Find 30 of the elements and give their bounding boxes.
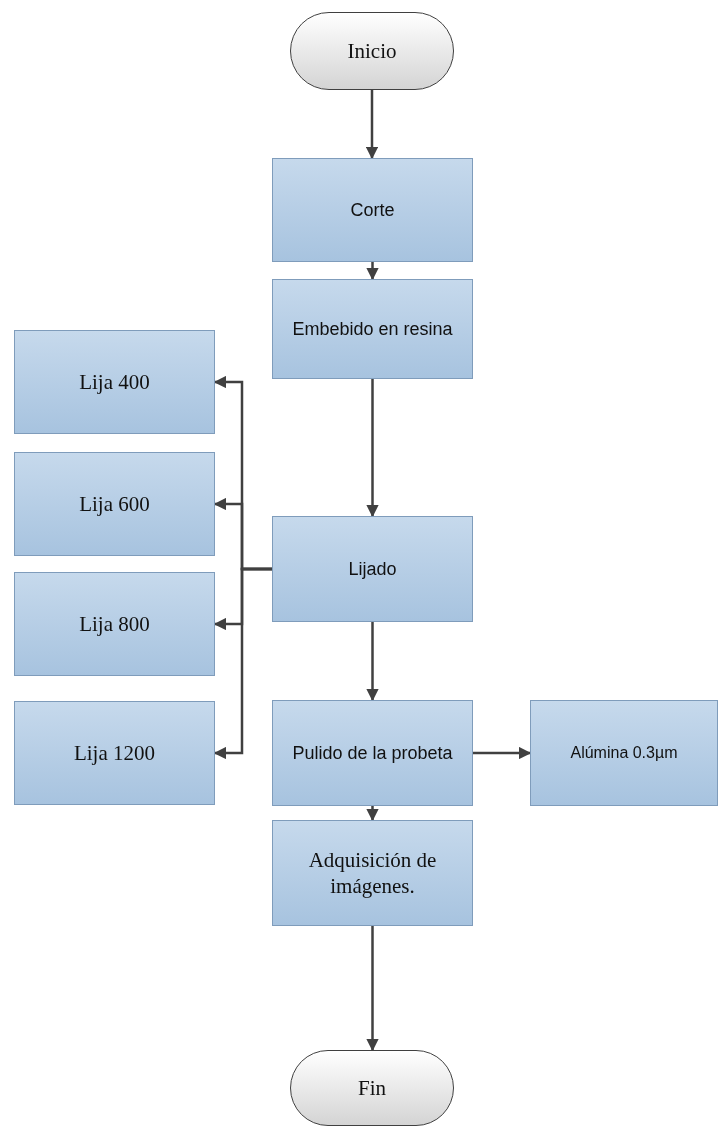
- arrow: [366, 622, 379, 702]
- arrow: [366, 262, 379, 281]
- process-box: [14, 701, 215, 805]
- process-box: [14, 452, 215, 556]
- node-label: Corte: [349, 198, 396, 222]
- node-label: Pulido de la probeta: [291, 741, 454, 765]
- arrow: [473, 746, 532, 760]
- node-label: Lija 400: [78, 368, 151, 396]
- node-label: Alúmina 0.3µm: [569, 743, 679, 763]
- process-box: [272, 516, 473, 622]
- arrow: [365, 90, 379, 160]
- arrow: [366, 806, 379, 822]
- process-box: [272, 158, 473, 262]
- node-label: Embebido en resina: [291, 317, 454, 341]
- process-box: [14, 572, 215, 676]
- process-box: [14, 330, 215, 434]
- node-label: Lija 1200: [72, 739, 157, 767]
- process-box: [530, 700, 718, 806]
- arrow: [213, 567, 272, 760]
- node-label: Lija 600: [78, 490, 151, 518]
- process-box: [272, 279, 473, 379]
- arrow: [366, 926, 379, 1052]
- node-label: Fin: [357, 1074, 387, 1102]
- process-box: [272, 820, 473, 926]
- node-label: Inicio: [346, 37, 398, 65]
- node-label: Lija 800: [78, 610, 151, 638]
- node-label: Lijado: [347, 557, 398, 581]
- arrow: [366, 379, 379, 518]
- node-label: Adquisición de imágenes.: [307, 846, 438, 900]
- process-box: [272, 700, 473, 806]
